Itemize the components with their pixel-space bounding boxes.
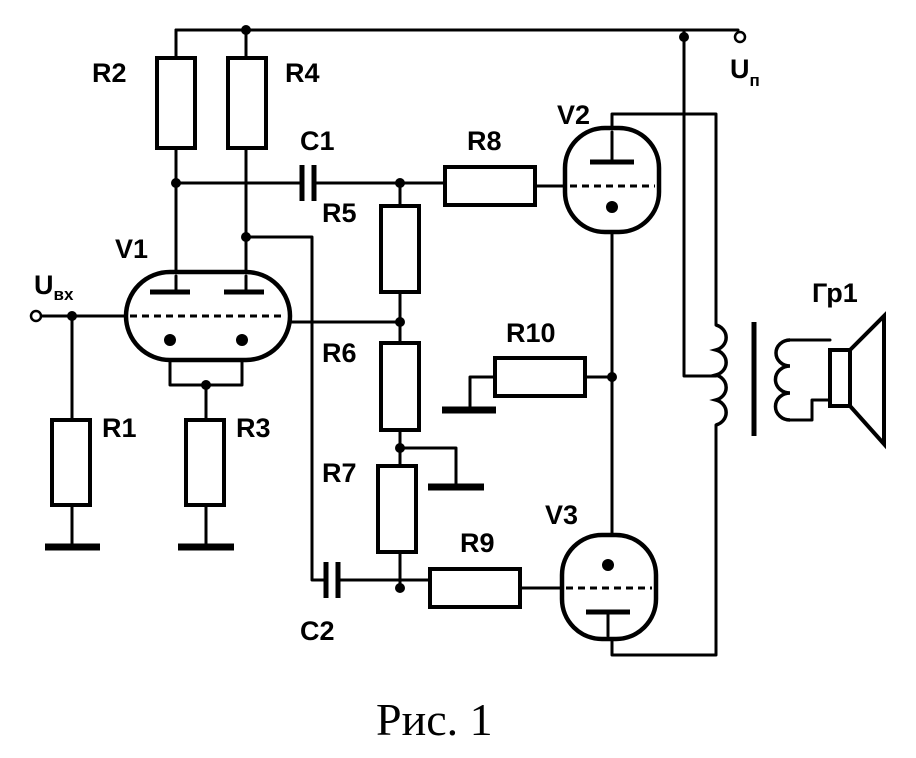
label-r7: R7 bbox=[322, 458, 357, 488]
label-r5: R5 bbox=[322, 198, 357, 228]
resistor-r10 bbox=[493, 356, 587, 398]
tube-v1 bbox=[123, 269, 293, 363]
tube-v2 bbox=[562, 125, 662, 235]
label-input-sub: вх bbox=[54, 285, 74, 304]
label-r3: R3 bbox=[236, 413, 271, 443]
tube-v3 bbox=[559, 532, 659, 642]
label-r1: R1 bbox=[102, 413, 137, 443]
label-v2: V2 bbox=[557, 100, 590, 130]
resistor-r1 bbox=[50, 418, 92, 507]
capacitor-c1 bbox=[299, 165, 317, 201]
label-r2: R2 bbox=[92, 58, 127, 88]
resistor-r5 bbox=[379, 204, 421, 294]
label-v1: V1 bbox=[115, 234, 148, 264]
wires bbox=[38, 28, 832, 657]
label-supply-main: U bbox=[730, 54, 750, 84]
label-r9: R9 bbox=[460, 528, 495, 558]
resistor-r7 bbox=[376, 464, 418, 554]
label-speaker: Гр1 bbox=[812, 278, 858, 308]
input-terminal bbox=[29, 309, 43, 323]
label-input: Uвх bbox=[34, 270, 74, 304]
junction-dots bbox=[67, 25, 689, 593]
figure-caption: Рис. 1 bbox=[376, 694, 493, 745]
resistor-r6 bbox=[379, 341, 421, 432]
label-supply-sub: п bbox=[750, 71, 760, 90]
label-supply: Uп bbox=[730, 54, 760, 90]
label-r10: R10 bbox=[506, 318, 556, 348]
resistor-r9 bbox=[428, 567, 522, 609]
label-v3: V3 bbox=[545, 500, 578, 530]
label-input-main: U bbox=[34, 270, 54, 300]
label-r4: R4 bbox=[285, 58, 320, 88]
label-r6: R6 bbox=[322, 338, 357, 368]
speaker-icon bbox=[828, 311, 886, 450]
supply-terminal bbox=[733, 30, 747, 44]
output-transformer bbox=[709, 322, 791, 436]
resistor-r2 bbox=[155, 56, 197, 150]
label-c1: C1 bbox=[300, 126, 335, 156]
resistor-r8 bbox=[443, 165, 537, 207]
label-r8: R8 bbox=[467, 126, 502, 156]
label-c2: C2 bbox=[300, 616, 335, 646]
resistor-r4 bbox=[226, 56, 268, 150]
capacitor-c2 bbox=[323, 562, 341, 598]
resistor-r3 bbox=[184, 418, 226, 507]
